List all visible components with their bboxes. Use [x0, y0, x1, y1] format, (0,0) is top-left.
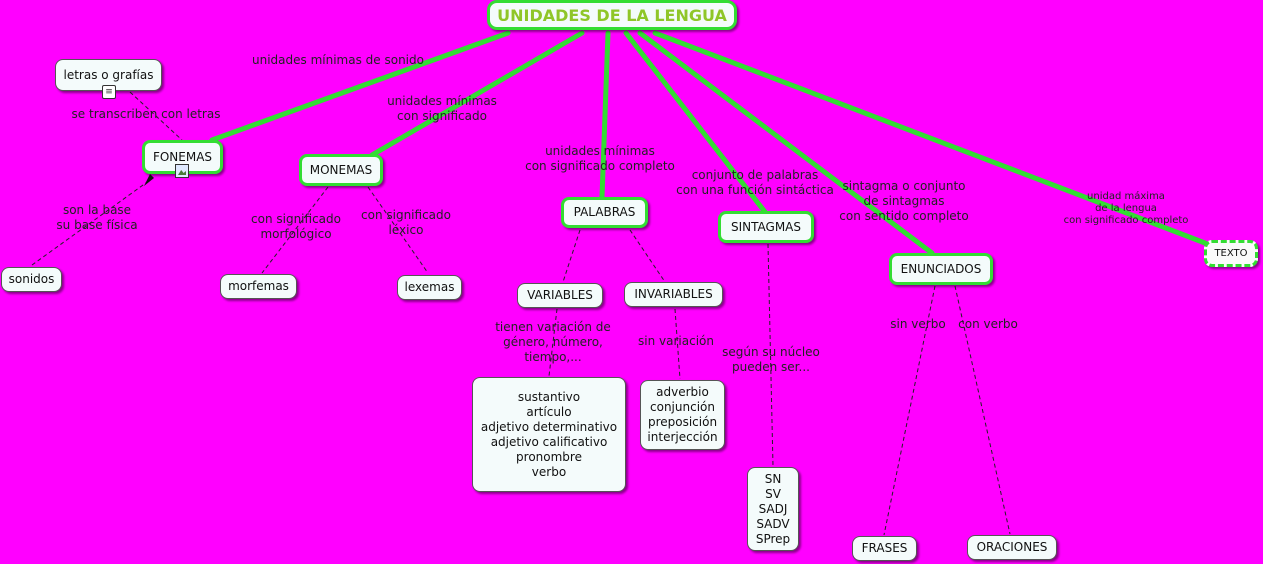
concept-sonidos[interactable]: sonidos: [1, 267, 62, 292]
concept-title[interactable]: UNIDADES DE LA LENGUA: [487, 0, 737, 30]
link-letras-fonemas: [129, 91, 183, 141]
link-label-min-signif: unidades mínimas con significado: [387, 94, 497, 123]
link-invariables-list: [674, 308, 681, 380]
link-label-transcriben: se transcriben con letras: [71, 107, 221, 121]
concept-palabras[interactable]: PALABRAS: [561, 197, 648, 228]
link-label-funcion: conjunto de palabras con una función sin…: [676, 168, 834, 197]
link-label-sentido: sintagma o conjunto de sintagmas con sen…: [839, 179, 969, 223]
concept-variables-list[interactable]: sustantivo artículo adjetivo determinati…: [472, 377, 626, 492]
link-enunciados-oraciones: [954, 285, 1011, 535]
link-label-maxima: unidad máxima de la lengua con significa…: [1063, 191, 1189, 226]
image-icon[interactable]: [175, 164, 189, 178]
link-palabras-invariables: [629, 229, 666, 283]
link-label-sonido: unidades mínimas de sonido: [252, 53, 424, 67]
link-title-texto: [652, 30, 1208, 246]
link-title-sintagmas: [623, 30, 768, 215]
link-label-con-verbo: con verbo: [958, 317, 1018, 331]
link-label-morfologico: con significado morfológico: [251, 212, 341, 241]
link-label-base: son la base su base física: [56, 203, 138, 232]
concept-lexemas[interactable]: lexemas: [397, 275, 462, 300]
link-palabras-variables: [562, 229, 581, 283]
link-label-nucleo: según su núcleo pueden ser...: [722, 345, 820, 374]
list-item: preposición: [647, 415, 718, 429]
list-item: adverbio: [656, 385, 709, 399]
list-item: SN: [764, 471, 782, 486]
concept-oraciones[interactable]: ORACIONES: [967, 535, 1057, 560]
list-item: adjetivo calificativo: [490, 434, 608, 449]
list-item: verbo: [531, 464, 567, 479]
list-item: sustantivo: [517, 389, 581, 404]
concept-variables[interactable]: VARIABLES: [517, 283, 603, 308]
concept-morfemas[interactable]: morfemas: [220, 274, 297, 299]
link-monemas-lexemas: [367, 186, 429, 274]
list-item: SPrep: [755, 531, 791, 546]
arrow-head: [144, 174, 154, 186]
link-title-enunciados: [637, 30, 935, 256]
link-label-sin-verbo: sin verbo: [890, 317, 946, 331]
list-item: conjunción: [650, 400, 715, 414]
concept-sintagmas[interactable]: SINTAGMAS: [718, 211, 814, 243]
list-item: adjetivo determinativo: [480, 419, 618, 434]
concept-frases[interactable]: FRASES: [852, 536, 917, 561]
link-title-monemas: [369, 30, 585, 158]
link-label-sin-variacion: sin variación: [638, 334, 714, 348]
list-item: pronombre: [516, 449, 582, 464]
list-item: interjección: [647, 430, 718, 444]
link-title-palabras: [599, 30, 611, 200]
list-item: SADJ: [758, 501, 788, 516]
concept-invariables-list[interactable]: adverbio conjunción preposición interjec…: [640, 380, 725, 450]
link-label-completo: unidades mínimas con significado complet…: [525, 144, 675, 173]
document-icon[interactable]: ≡: [102, 85, 116, 99]
concept-monemas[interactable]: MONEMAS: [299, 154, 383, 186]
concept-invariables[interactable]: INVARIABLES: [624, 282, 723, 307]
link-sonidos-fonemas: [31, 179, 151, 266]
list-item: artículo: [526, 404, 572, 419]
list-item: SV: [765, 486, 781, 501]
concept-sintagmas-list[interactable]: SN SV SADJ SADV SPrep: [747, 467, 799, 551]
link-label-lexico: con significado léxico: [361, 208, 451, 237]
link-label-variacion: tienen variación de género, número, tiem…: [495, 320, 611, 364]
list-item: SADV: [756, 516, 790, 531]
concept-texto[interactable]: TEXTO: [1204, 240, 1258, 267]
link-variables-list: [548, 308, 558, 377]
concept-enunciados[interactable]: ENUNCIADOS: [889, 253, 993, 285]
link-sintagmas-list: [767, 243, 774, 467]
link-enunciados-frases: [883, 285, 936, 536]
link-title-fonemas: [209, 30, 511, 143]
